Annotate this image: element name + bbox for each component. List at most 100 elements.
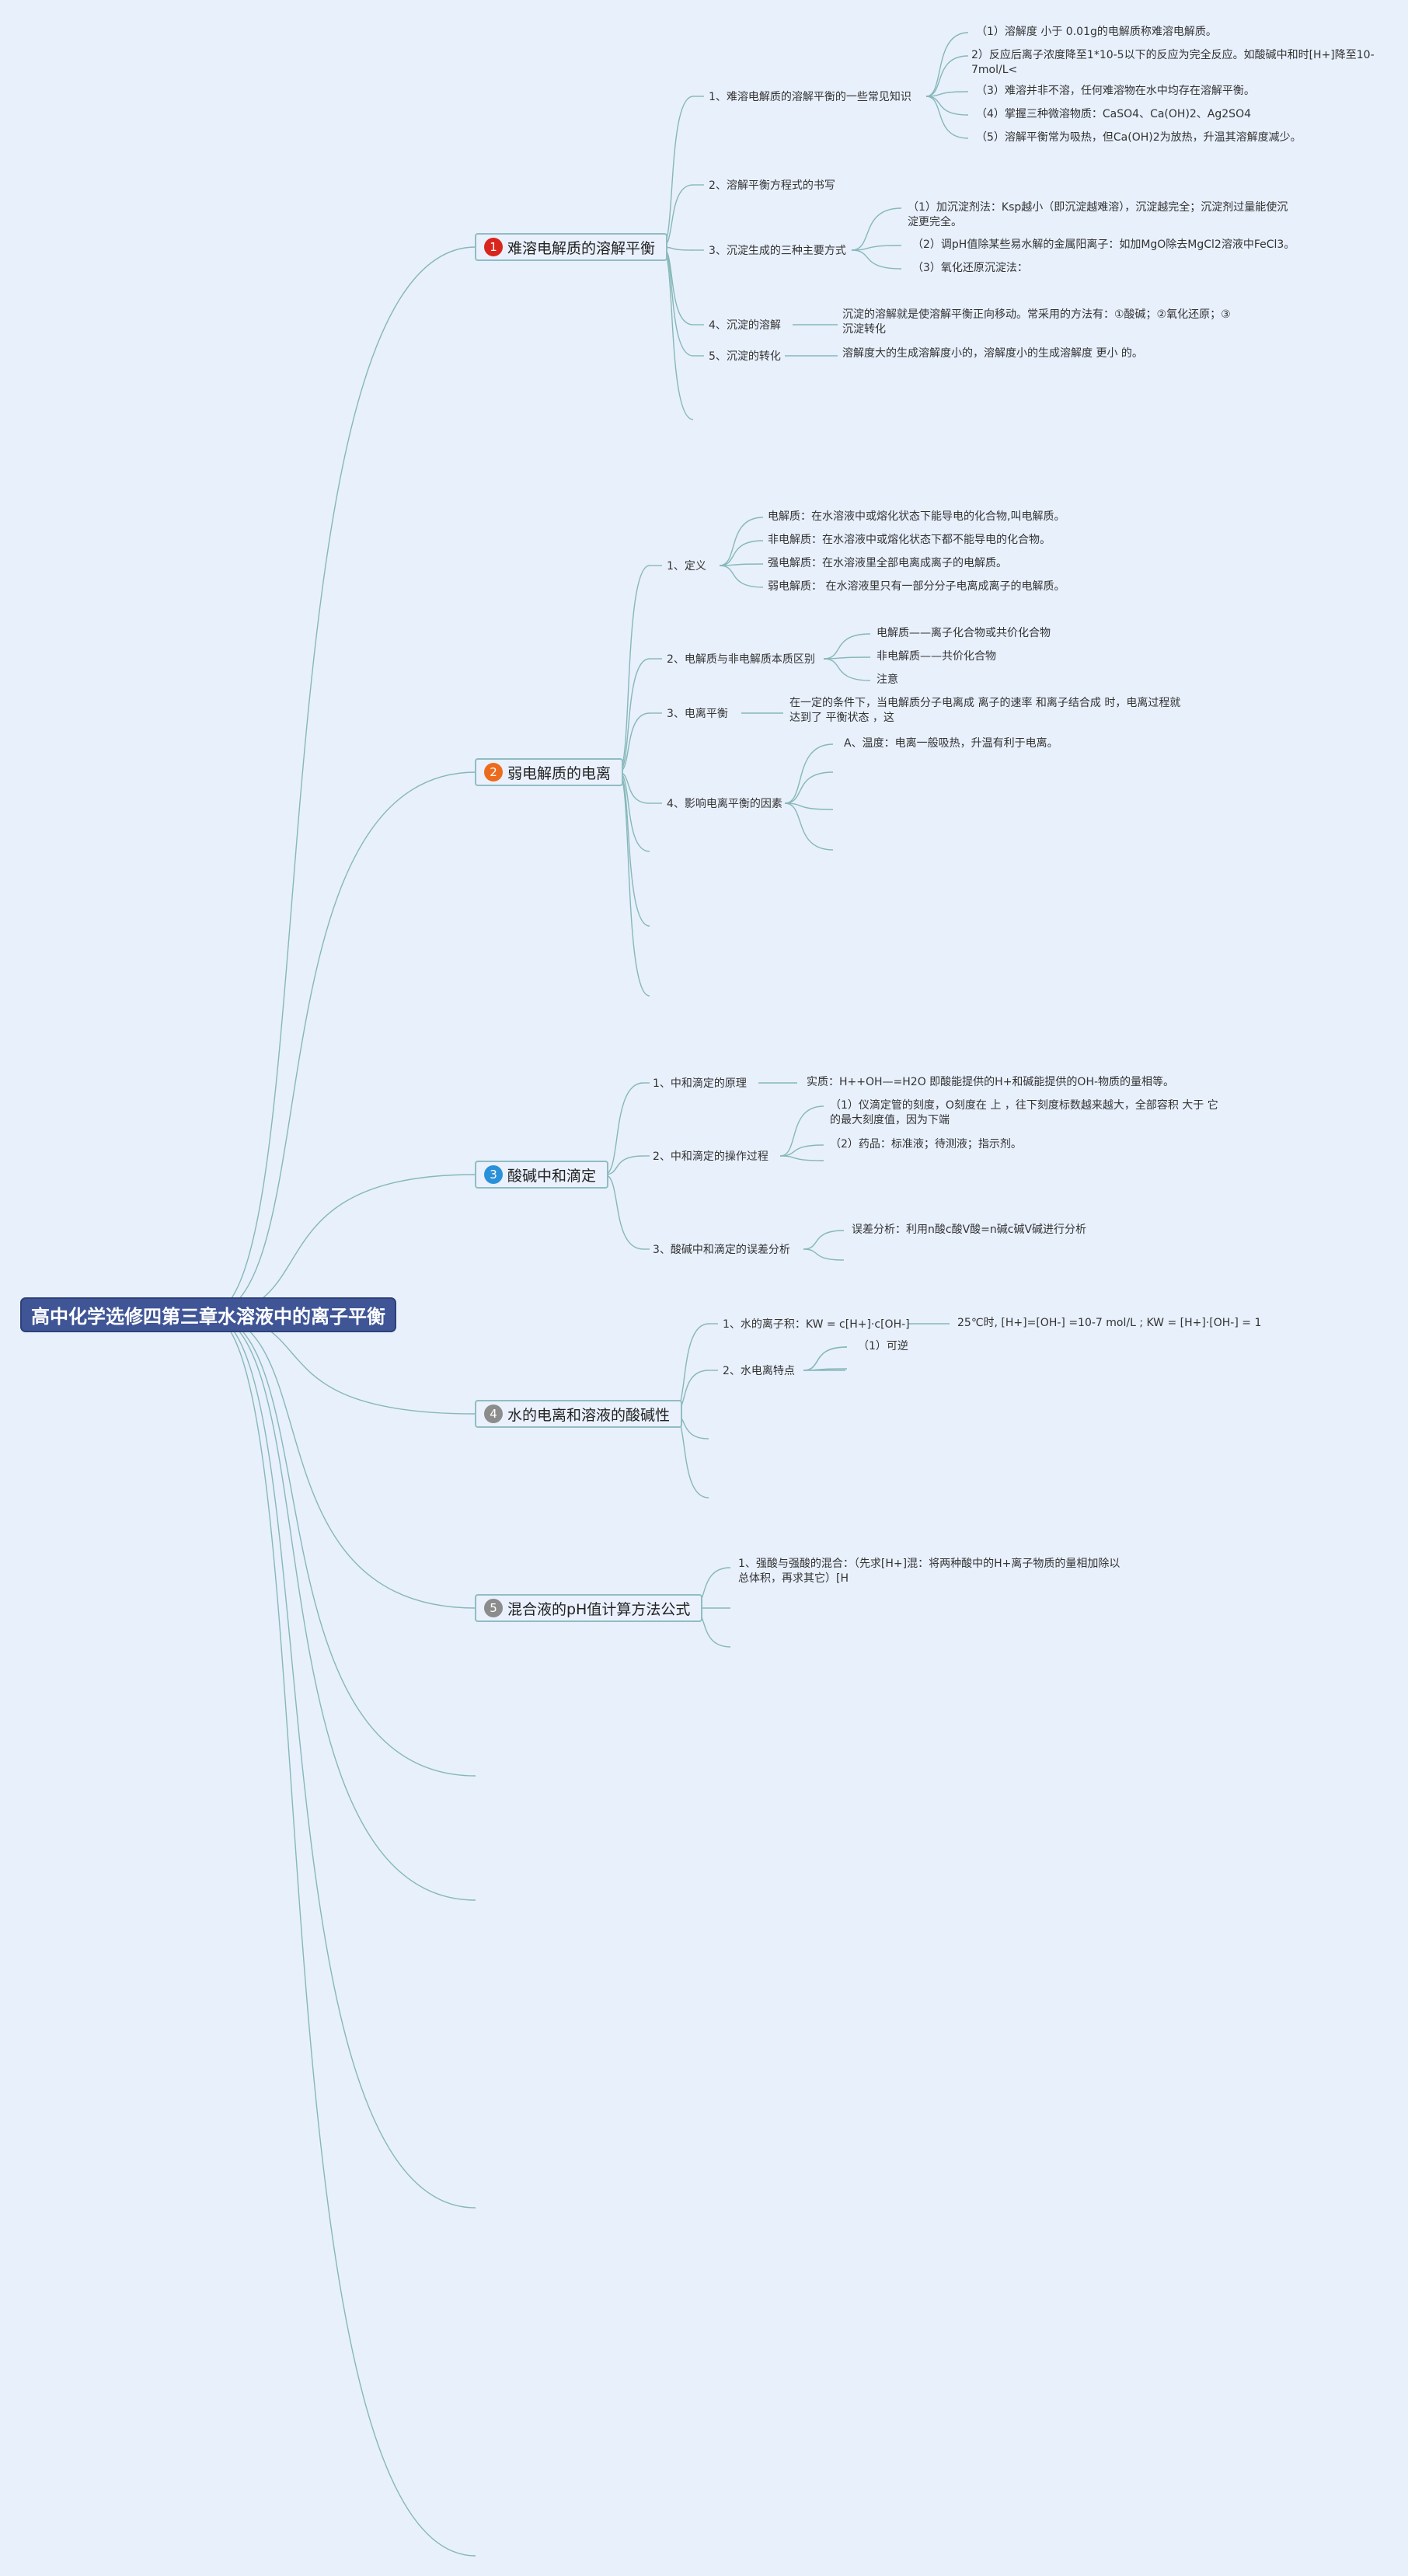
connector-line-7 bbox=[207, 1314, 476, 2209]
b2-s2-leaf-1: 电解质——离子化合物或共价化合物 bbox=[877, 627, 1051, 639]
connector-line-0 bbox=[207, 246, 476, 1315]
connector-line-43 bbox=[719, 563, 764, 566]
b2-s2-leaf-3: 注意 bbox=[877, 674, 898, 686]
b1-s3-leaf-2: （2）调pH值除某些易水解的金属阳离子：如加MgO除去MgCl2溶液中FeCl3… bbox=[912, 238, 1295, 251]
b1-s1-leaf-4: （4）掌握三种微溶物质：CaSO4、Ca(OH)2、Ag2SO4 bbox=[976, 108, 1251, 120]
b3-s2-leaf-1: （1）仪滴定管的刻度，O刻度在 上 ，往下刻度标数越来越大，全部容积 大于 它的… bbox=[830, 1099, 1218, 1126]
connector-line-1 bbox=[207, 771, 476, 1315]
b3-s1-leaf-1: 实质：H++OH—=H2O 即酸能提供的H+和碱能提供的OH-物质的量相等。 bbox=[807, 1076, 1175, 1088]
connector-line-23 bbox=[925, 96, 969, 116]
connector-line-6 bbox=[207, 1314, 476, 1901]
connector-line-60 bbox=[779, 1105, 824, 1157]
branch-4-title: 水的电离和溶液的酸碱性 bbox=[507, 1406, 671, 1424]
branch-5-title: 混合液的pH值计算方法公式 bbox=[507, 1600, 691, 1618]
b2-s3-leaf-1: 在一定的条件下，当电解质分子电离成 离子的速率 和离子结合成 时，电离过程就达到… bbox=[789, 697, 1181, 724]
connector-line-49 bbox=[784, 743, 834, 804]
b2-sub-3[interactable]: 3、电离平衡 bbox=[667, 708, 728, 720]
connector-line-64 bbox=[803, 1248, 845, 1261]
connector-line-47 bbox=[823, 658, 871, 681]
b2-s1-leaf-2: 非电解质：在水溶液中或熔化状态下都不能导电的化合物。 bbox=[768, 534, 1051, 546]
connector-line-36 bbox=[618, 771, 650, 997]
number-badge-1: 1 bbox=[484, 238, 503, 256]
branch-2-topic[interactable]: 2 弱电解质的电离 bbox=[475, 758, 624, 786]
connector-line-27 bbox=[851, 249, 902, 270]
number-badge-3: 3 bbox=[484, 1165, 503, 1184]
branch-1-title: 难溶电解质的溶解平衡 bbox=[507, 239, 656, 257]
b3-s3-leaf-1: 误差分析：利用n酸c酸V酸=n碱c碱V碱进行分析 bbox=[852, 1224, 1087, 1236]
b4-sub-2[interactable]: 2、水电离特点 bbox=[723, 1365, 795, 1377]
connector-line-41 bbox=[719, 517, 764, 566]
connector-line-35 bbox=[618, 771, 650, 927]
b2-s4-leaf-1: A、温度：电离一般吸热，升温有利于电离。 bbox=[844, 737, 1058, 750]
b2-s1-leaf-4: 弱电解质： 在水溶液里只有一部分分子电离成离子的电解质。 bbox=[768, 580, 1065, 593]
branch-1-topic[interactable]: 1 难溶电解质的溶解平衡 bbox=[475, 233, 668, 261]
b1-s1-leaf-5: （5）溶解平衡常为吸热，但Ca(OH)2为放热，升温其溶解度减少。 bbox=[976, 131, 1302, 144]
connector-line-26 bbox=[851, 245, 902, 251]
connector-line-21 bbox=[925, 55, 969, 97]
connector-line-46 bbox=[823, 656, 871, 660]
number-badge-2: 2 bbox=[484, 763, 503, 782]
connector-line-4 bbox=[207, 1314, 476, 1609]
b1-sub-1[interactable]: 1、难溶电解质的溶解平衡的一些常见知识 bbox=[709, 91, 911, 103]
b2-s2-leaf-2: 非电解质——共价化合物 bbox=[877, 650, 996, 663]
b5-sub-1[interactable]: 1、强酸与强酸的混合：（先求[H+]混：将两种酸中的H+离子物质的量相加除以总体… bbox=[738, 1558, 1120, 1585]
connector-line-13 bbox=[661, 246, 694, 357]
b1-s5-leaf-1: 溶解度大的生成溶解度小的，溶解度小的生成溶解度 更小 的。 bbox=[842, 347, 1143, 360]
number-badge-5: 5 bbox=[484, 1599, 503, 1617]
branch-5-topic[interactable]: 5 混合液的pH值计算方法公式 bbox=[475, 1594, 703, 1622]
b2-s1-leaf-3: 强电解质：在水溶液里全部电离成离子的电解质。 bbox=[768, 557, 1007, 569]
branch-3-title: 酸碱中和滴定 bbox=[507, 1167, 597, 1185]
connector-line-50 bbox=[784, 771, 834, 804]
connector-line-61 bbox=[779, 1144, 824, 1157]
connector-line-24 bbox=[925, 96, 969, 139]
b3-sub-1[interactable]: 1、中和滴定的原理 bbox=[653, 1077, 747, 1090]
b1-s1-leaf-3: （3）难溶并非不溶，任何难溶物在水中均存在溶解平衡。 bbox=[976, 85, 1255, 97]
b2-s1-leaf-1: 电解质：在水溶液中或熔化状态下能导电的化合物,叫电解质。 bbox=[768, 510, 1065, 523]
b1-sub-3[interactable]: 3、沉淀生成的三种主要方式 bbox=[709, 245, 846, 257]
b1-s1-leaf-1: （1）溶解度 小于 0.01g的电解质称难溶电解质。 bbox=[976, 26, 1217, 38]
branch-3-topic[interactable]: 3 酸碱中和滴定 bbox=[475, 1161, 609, 1189]
connector-line-52 bbox=[784, 802, 834, 851]
branch-2-title: 弱电解质的电离 bbox=[507, 764, 612, 782]
connector-line-45 bbox=[823, 633, 871, 660]
b3-sub-2[interactable]: 2、中和滴定的操作过程 bbox=[653, 1150, 768, 1163]
b1-s4-leaf-1: 沉淀的溶解就是使溶解平衡正向移动。常采用的方法有：①酸碱；②氧化还原；③ 沉淀转… bbox=[842, 308, 1231, 336]
b1-s3-leaf-1: （1）加沉淀剂法：Ksp越小（即沉淀越难溶），沉淀越完全；沉淀剂过量能使沉淀更完… bbox=[908, 201, 1288, 228]
connector-line-25 bbox=[851, 207, 902, 251]
b1-sub-5[interactable]: 5、沉淀的转化 bbox=[709, 350, 781, 363]
b3-s2-leaf-2: （2）药品：标准液；待测液；指示剂。 bbox=[830, 1138, 1022, 1150]
connector-line-8 bbox=[207, 1314, 476, 2557]
connector-line-72 bbox=[803, 1346, 848, 1371]
connector-line-9 bbox=[661, 96, 694, 248]
connector-line-53 bbox=[604, 1082, 644, 1175]
b1-sub-2[interactable]: 2、溶解平衡方程式的书写 bbox=[709, 179, 835, 192]
b4-s2-leaf-1: （1）可逆 bbox=[858, 1340, 908, 1352]
connector-line-30 bbox=[618, 565, 650, 773]
b2-sub-1[interactable]: 1、定义 bbox=[667, 560, 706, 573]
connector-line-74 bbox=[803, 1346, 848, 1371]
connector-line-63 bbox=[803, 1230, 845, 1250]
connector-line-22 bbox=[925, 91, 969, 97]
b1-s3-leaf-3: （3）氧化还原沉淀法： bbox=[912, 262, 1028, 274]
branch-4-topic[interactable]: 4 水的电离和溶液的酸碱性 bbox=[475, 1400, 683, 1428]
connector-line-54 bbox=[604, 1155, 644, 1175]
b4-s1-leaf-1: 25℃时, [H+]=[OH-] =10-7 mol/L ; KW = [H+]… bbox=[957, 1317, 1262, 1329]
connector-line-62 bbox=[779, 1155, 824, 1161]
b2-sub-2[interactable]: 2、电解质与非电解质本质区别 bbox=[667, 653, 815, 666]
connector-line-2 bbox=[207, 1174, 476, 1315]
connector-line-55 bbox=[604, 1174, 644, 1250]
connector-line-44 bbox=[719, 565, 764, 588]
connector-line-31 bbox=[618, 658, 650, 773]
connector-line-42 bbox=[719, 540, 764, 566]
b3-sub-3[interactable]: 3、酸碱中和滴定的误差分析 bbox=[653, 1244, 790, 1256]
b4-sub-1[interactable]: 1、水的离子积：KW = c[H+]·c[OH-] bbox=[723, 1318, 910, 1331]
root-topic-label: 高中化学选修四第三章水溶液中的离子平衡 bbox=[31, 1306, 385, 1328]
root-topic[interactable]: 高中化学选修四第三章水溶液中的离子平衡 bbox=[20, 1297, 396, 1332]
number-badge-4: 4 bbox=[484, 1405, 503, 1423]
connector-line-20 bbox=[925, 32, 969, 97]
b1-s1-leaf-2: 2）反应后离子浓度降至1*10-5以下的反应为完全反应。如酸碱中和时[H+]降至… bbox=[971, 49, 1375, 76]
b2-sub-4[interactable]: 4、影响电离平衡的因素 bbox=[667, 798, 782, 810]
connector-line-51 bbox=[784, 802, 834, 810]
b1-sub-4[interactable]: 4、沉淀的溶解 bbox=[709, 319, 781, 332]
